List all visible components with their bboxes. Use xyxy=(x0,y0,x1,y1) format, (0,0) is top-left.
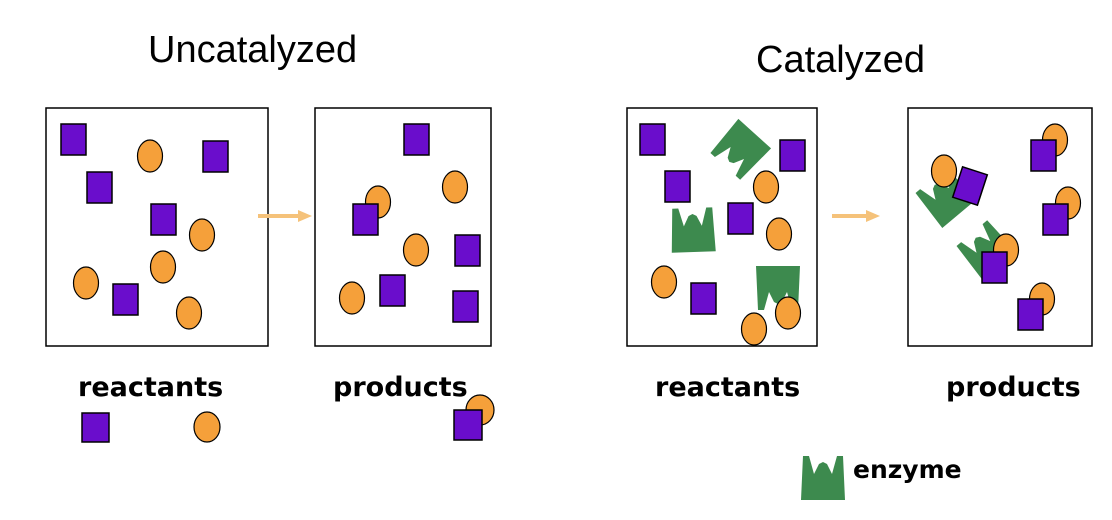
circle-reactant xyxy=(72,266,100,300)
catalyzed-title: Catalyzed xyxy=(756,39,925,81)
square-reactant xyxy=(202,140,229,173)
square-reactant xyxy=(779,139,806,172)
circle-reactant xyxy=(402,233,430,267)
square-reactant xyxy=(981,251,1008,284)
catalyzed-products-label: products xyxy=(946,372,1081,403)
square-reactant xyxy=(150,203,177,236)
square-reactant xyxy=(112,283,139,316)
circle-reactant xyxy=(149,250,177,284)
circle-reactant xyxy=(188,218,216,252)
circle-reactant xyxy=(338,281,366,315)
square-reactant xyxy=(951,165,989,207)
uncatalyzed-products-panel xyxy=(314,107,492,347)
uncatalyzed-reactants-panel xyxy=(45,107,269,347)
square-reactant-legend xyxy=(81,412,110,443)
catalyzed-products-panel xyxy=(907,107,1093,347)
enzyme-legend-icon xyxy=(801,456,845,500)
circle-reactant xyxy=(752,170,780,204)
square-reactant xyxy=(639,123,666,156)
square-reactant xyxy=(727,202,754,235)
reaction-arrow xyxy=(258,210,312,222)
circle-reactant xyxy=(765,217,793,251)
square-reactant xyxy=(664,170,691,203)
square-reactant xyxy=(86,171,113,204)
circle-reactant xyxy=(740,312,768,346)
square-reactant xyxy=(1017,298,1044,331)
square-reactant xyxy=(690,282,717,315)
circle-reactant-legend xyxy=(193,411,221,443)
catalyzed-reactants-panel xyxy=(626,107,818,347)
bound-reactants-legend xyxy=(453,394,495,441)
enzyme-legend-label: enzyme xyxy=(853,455,962,484)
uncatalyzed-title: Uncatalyzed xyxy=(148,29,357,71)
uncatalyzed-products-label: products xyxy=(333,372,468,403)
square-reactant xyxy=(1042,203,1069,236)
circle-reactant xyxy=(774,296,802,330)
enzyme-legend: enzyme xyxy=(801,455,962,500)
circle-reactant xyxy=(930,154,958,188)
square-reactant xyxy=(1030,139,1057,172)
circle-reactant xyxy=(175,296,203,330)
reaction-arrow xyxy=(832,210,880,222)
square-reactant xyxy=(379,274,406,307)
square-reactant xyxy=(454,234,481,267)
circle-reactant xyxy=(441,170,469,204)
square-reactant xyxy=(452,290,479,323)
circle-reactant xyxy=(136,139,164,173)
square-reactant xyxy=(403,123,430,156)
circle-reactant xyxy=(650,265,678,299)
square-reactant xyxy=(60,123,87,156)
square-reactant xyxy=(352,203,379,236)
catalyzed-reactants-label: reactants xyxy=(655,372,800,403)
uncatalyzed-reactants-label: reactants xyxy=(78,372,223,403)
